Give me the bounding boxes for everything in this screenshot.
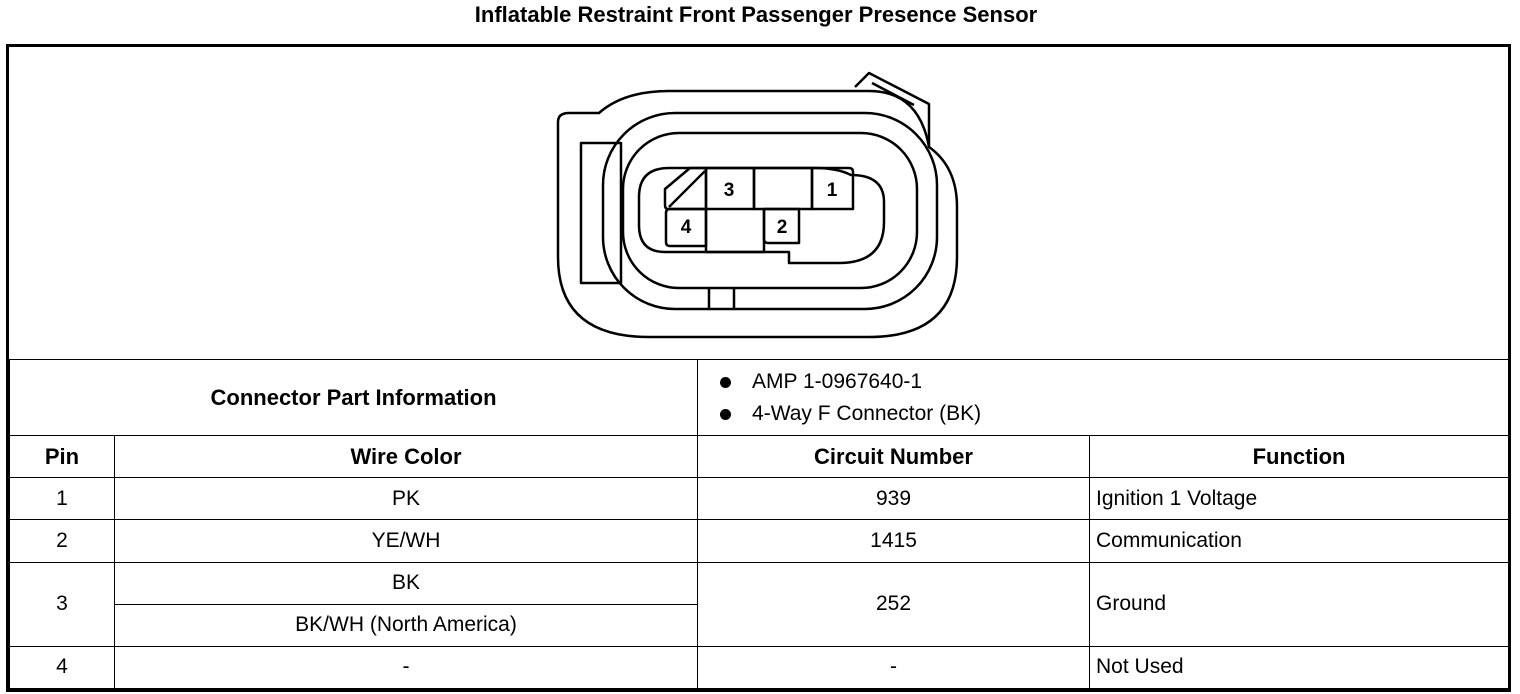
page-title: Inflatable Restraint Front Passenger Pre… xyxy=(474,2,1038,27)
pin-label-4: 4 xyxy=(681,217,692,238)
circuit-cell: 1415 xyxy=(697,519,1091,563)
function-cell: Ground xyxy=(1089,561,1510,647)
table-header-row: Pin Wire Color Circuit Number Function xyxy=(9,435,1510,479)
header-circuit-number: Circuit Number xyxy=(697,435,1091,479)
wire-color-cell: PK xyxy=(113,477,699,521)
connector-seal-ring-inner xyxy=(621,131,919,290)
function-cell: Ignition 1 Voltage xyxy=(1089,477,1510,521)
function-cell: Not Used xyxy=(1089,645,1510,690)
circuit-cell: 939 xyxy=(697,477,1091,521)
part-info-item: 4-Way F Connector (BK) xyxy=(720,398,1508,430)
connector-cavity-outline xyxy=(637,166,886,265)
pin-cavity-empty xyxy=(752,166,814,211)
wire-color-cell: BK xyxy=(113,561,699,605)
function-cell: Communication xyxy=(1089,519,1510,563)
pin-cavity-center xyxy=(704,209,766,254)
table-row: 3 BK 252 Ground xyxy=(9,561,1510,647)
table-row: 2 YE/WH 1415 Communication xyxy=(9,519,1510,563)
part-info-row: Connector Part Information AMP 1-0967640… xyxy=(8,358,1510,437)
connector-side-lock xyxy=(579,141,623,285)
connector-frame: 1 2 3 4 Connector Part Information AMP 1… xyxy=(6,44,1511,692)
pin-cavity-blank-slash xyxy=(668,170,706,208)
connector-diagram: 1 2 3 4 xyxy=(9,47,1508,359)
pin-table: Connector Part Information AMP 1-0967640… xyxy=(8,358,1510,690)
connector-outer-housing xyxy=(556,89,959,339)
connector-face-drawing: 1 2 3 4 xyxy=(556,71,959,339)
pin-cavity-1 xyxy=(810,166,855,211)
table-row: 4 - - Not Used xyxy=(9,645,1510,690)
circuit-cell: - xyxy=(697,645,1091,690)
part-info-label: Connector Part Information xyxy=(8,358,699,437)
pin-label-2: 2 xyxy=(777,217,788,238)
wire-color-cell: - xyxy=(113,645,699,690)
part-info-list: AMP 1-0967640-1 4-Way F Connector (BK) xyxy=(698,366,1508,430)
part-info-item: AMP 1-0967640-1 xyxy=(720,366,1508,398)
table-row: BK/WH (North America) xyxy=(10,603,1509,647)
part-info-values: AMP 1-0967640-1 4-Way F Connector (BK) xyxy=(697,358,1510,437)
pin-cell: 4 xyxy=(9,645,115,690)
connector-seal-ring-outer xyxy=(601,111,939,311)
pin-cavity-blank xyxy=(663,166,708,211)
pin-label-1: 1 xyxy=(827,180,838,201)
header-wire-color: Wire Color xyxy=(113,435,699,479)
pin-label-3: 3 xyxy=(724,180,735,201)
pin-cell: 1 xyxy=(9,477,115,521)
connector-bottom-key xyxy=(707,287,736,309)
pin-cavity-2 xyxy=(762,207,801,245)
wire-color-cell: YE/WH xyxy=(113,519,699,563)
header-pin: Pin xyxy=(9,435,115,479)
table-row: 1 PK 939 Ignition 1 Voltage xyxy=(9,477,1510,521)
connector-latch xyxy=(854,71,931,147)
pin-cell: 3 xyxy=(9,561,115,647)
pin-cavity-4 xyxy=(664,207,708,248)
header-function: Function xyxy=(1089,435,1510,479)
circuit-cell: 252 xyxy=(697,561,1091,647)
pin-cell: 2 xyxy=(9,519,115,563)
wire-color-cell: BK/WH (North America) xyxy=(113,603,699,647)
